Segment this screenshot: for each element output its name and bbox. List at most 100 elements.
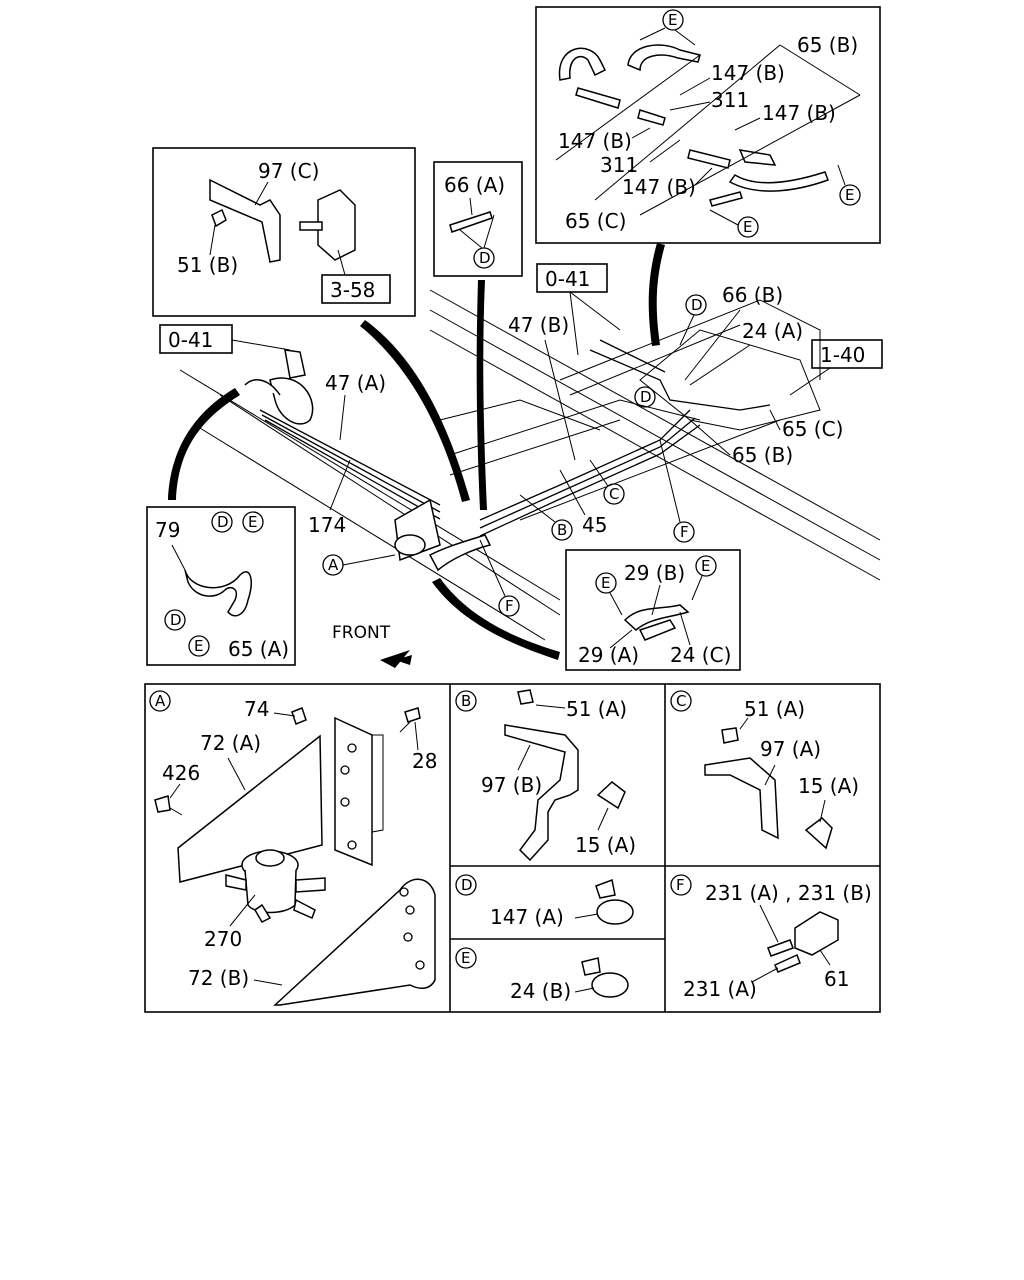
label-147b-4: 147 (B) (622, 175, 696, 199)
label-231a: 231 (A) (683, 977, 757, 1001)
svg-text:F: F (676, 876, 685, 894)
inset-right-bottom: 29 (B) 29 (A) 24 (C) E E (565, 549, 741, 671)
svg-text:D: D (691, 296, 703, 314)
svg-text:E: E (248, 513, 257, 531)
label-51a-c: 51 (A) (744, 697, 805, 721)
label-97c: 97 (C) (258, 159, 319, 183)
label-45: 45 (582, 513, 607, 537)
svg-text:C: C (676, 692, 686, 710)
svg-text:F: F (680, 523, 689, 541)
detail-e: E 24 (B) (455, 947, 629, 1003)
label-79: 79 (155, 518, 180, 542)
callout-b: B (519, 494, 573, 541)
label-97a: 97 (A) (760, 737, 821, 761)
main-labels: 0-41 0-41 1-40 47 (A) 47 (B) 66 (B) 24 (… (159, 263, 883, 668)
fuel-pipes (244, 339, 771, 537)
label-15a-c: 15 (A) (798, 774, 859, 798)
chassis-frame (179, 289, 881, 641)
label-24c: 24 (C) (670, 643, 731, 667)
callout-d-lb-1: D (211, 511, 233, 533)
label-311-2: 311 (600, 153, 638, 177)
svg-text:E: E (743, 218, 752, 236)
svg-text:E: E (845, 186, 854, 204)
label-15a-b: 15 (A) (575, 833, 636, 857)
label-97b: 97 (B) (481, 773, 542, 797)
svg-text:D: D (170, 611, 182, 629)
inset-clamp-97c: 97 (C) 51 (B) 3-58 (152, 147, 416, 317)
callout-d-main: D (679, 294, 707, 346)
svg-text:D: D (217, 513, 229, 531)
svg-text:E: E (461, 949, 470, 967)
ref-0-41-left: 0-41 (168, 328, 213, 352)
callout-e-lb-1: E (242, 511, 264, 533)
label-51b: 51 (B) (177, 253, 238, 277)
callout-a: A (322, 554, 396, 576)
label-231a-231b: 231 (A) , 231 (B) (705, 881, 872, 905)
front-arrow-icon (380, 650, 412, 668)
label-28: 28 (412, 749, 437, 773)
label-147b-1: 147 (B) (711, 61, 785, 85)
label-74: 74 (244, 697, 269, 721)
svg-text:D: D (461, 876, 473, 894)
svg-text:B: B (461, 692, 471, 710)
label-72b: 72 (B) (188, 966, 249, 990)
fuel-tank (639, 329, 821, 431)
label-270: 270 (204, 927, 242, 951)
svg-text:A: A (155, 692, 166, 710)
label-426: 426 (162, 761, 200, 785)
detail-grid (144, 683, 881, 1013)
label-66a: 66 (A) (444, 173, 505, 197)
label-72a: 72 (A) (200, 731, 261, 755)
label-29b: 29 (B) (624, 561, 685, 585)
label-24a: 24 (A) (742, 319, 803, 343)
label-65b-tr: 65 (B) (797, 33, 858, 57)
callout-d-lb-2: D (164, 609, 186, 631)
detail-c: C 51 (A) 97 (A) 15 (A) (670, 690, 859, 850)
inset-hose-66a: 66 (A) D (433, 161, 523, 277)
front-label: FRONT (332, 623, 391, 643)
label-51a-b: 51 (A) (566, 697, 627, 721)
fuel-filter-assembly (394, 498, 492, 572)
label-147a: 147 (A) (490, 905, 564, 929)
callout-e-tr-1: E (639, 9, 696, 46)
svg-text:D: D (640, 388, 652, 406)
label-65c-tr: 65 (C) (565, 209, 626, 233)
label-311-1: 311 (711, 88, 749, 112)
label-147b-2: 147 (B) (762, 101, 836, 125)
svg-text:B: B (557, 521, 567, 539)
ref-0-41-right: 0-41 (545, 267, 590, 291)
callout-f-main: F (659, 439, 695, 543)
leader-swooshes (168, 243, 665, 660)
callout-c: C (589, 459, 625, 505)
label-61: 61 (824, 967, 849, 991)
detail-a: A 74 72 (A) 28 426 270 72 (B) (149, 690, 437, 1006)
svg-text:E: E (601, 574, 610, 592)
callout-e-lb-2: E (188, 635, 210, 657)
svg-text:E: E (194, 637, 203, 655)
label-65b: 65 (B) (732, 443, 793, 467)
callout-e-tr-2: E (837, 164, 861, 206)
svg-text:D: D (479, 249, 491, 267)
callout-f-main-2: F (479, 539, 520, 617)
svg-text:C: C (609, 485, 619, 503)
svg-text:E: E (668, 11, 677, 29)
label-47b: 47 (B) (508, 313, 569, 337)
label-47a: 47 (A) (325, 371, 386, 395)
label-66b: 66 (B) (722, 283, 783, 307)
svg-text:F: F (505, 597, 514, 615)
ref-3-58: 3-58 (330, 278, 375, 302)
detail-d: D 147 (A) (455, 874, 634, 929)
callout-e-rb-2: E (691, 555, 717, 601)
callout-e-rb-1: E (595, 572, 623, 616)
svg-text:A: A (328, 556, 339, 574)
svg-text:E: E (701, 557, 710, 575)
inset-top-right-pipes: E E E 65 (B) 147 (B) 311 147 (B) 147 (B)… (535, 6, 881, 244)
label-65a: 65 (A) (228, 637, 289, 661)
callout-d-66a: D (459, 214, 495, 269)
callout-e-tr-3: E (709, 209, 759, 238)
inset-left-bottom-hose: 79 D E D E 65 (A) (146, 506, 296, 666)
callout-d-main-2: D (634, 386, 656, 408)
label-174: 174 (308, 513, 346, 537)
label-147b-3: 147 (B) (558, 129, 632, 153)
